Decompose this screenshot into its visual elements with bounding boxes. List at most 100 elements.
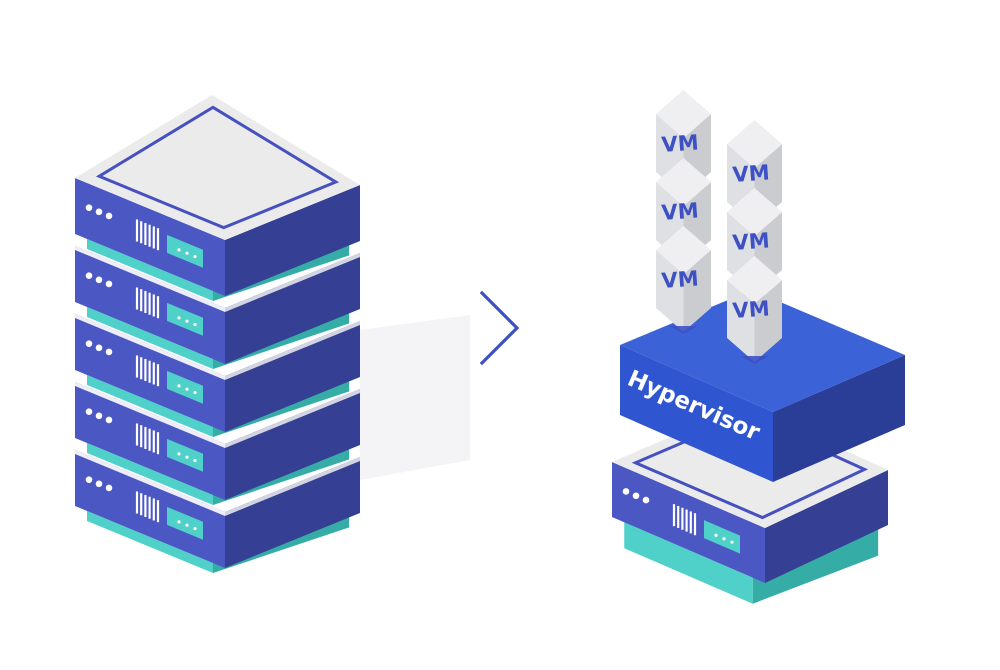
led-dot [95, 344, 103, 352]
display-dot [193, 526, 197, 531]
led-dot [105, 280, 113, 288]
teal-strip-right [213, 517, 350, 574]
led-dot [85, 476, 93, 483]
server-lip-left [75, 450, 225, 516]
server-right-face [225, 253, 360, 364]
vm-label: VM [661, 130, 700, 157]
vm-cube: VM [656, 226, 711, 334]
teal-strip-right [213, 313, 350, 370]
display-dot [193, 390, 197, 395]
display-dot [177, 452, 181, 456]
vm-top-face [656, 90, 711, 138]
led-dot [105, 348, 113, 356]
led-dot [95, 480, 103, 488]
server-right-face [225, 185, 360, 296]
led-dot [622, 488, 630, 495]
display-dot [185, 251, 189, 255]
teal-strip-left [87, 510, 213, 574]
vm-left-face [727, 280, 755, 362]
vm-label: VM [661, 266, 700, 293]
display-dot [177, 384, 181, 388]
display-dot [722, 537, 726, 541]
led-dot [105, 212, 113, 220]
server-lip-right [225, 321, 360, 380]
teal-strip-right [213, 381, 350, 438]
vm-label: VM [661, 198, 700, 225]
vm-cube: VM [727, 188, 782, 296]
chevron-right-icon [479, 290, 520, 366]
vm-top-face [727, 120, 782, 168]
display-panel [167, 302, 203, 336]
server-lip-right [225, 457, 360, 516]
teal-strip-left [87, 374, 213, 438]
display-panel [167, 234, 203, 268]
teal-strip-right [752, 529, 879, 604]
server-lip-left [75, 314, 225, 380]
server-right-face [225, 457, 360, 568]
led-dot [95, 208, 103, 216]
vm-label: VM [732, 296, 771, 323]
server-left-face [612, 462, 765, 583]
led-dot [105, 416, 113, 424]
display-dot [193, 322, 197, 327]
server-top-border [95, 105, 340, 230]
teal-strip-left [87, 238, 213, 302]
physical-server-stack [75, 95, 360, 574]
led-dot [95, 276, 103, 284]
server-right-face [225, 389, 360, 500]
led-dot [85, 340, 93, 347]
vm-top-face [727, 188, 782, 236]
teal-strip-right [213, 449, 350, 506]
display-panel [167, 370, 203, 404]
led-dot [95, 412, 103, 420]
server-right-face [765, 470, 888, 583]
vm-left-face [656, 250, 684, 332]
vm-right-face [754, 280, 782, 362]
display-dot [730, 540, 734, 544]
display-dot [714, 533, 718, 537]
display-dot [185, 523, 189, 527]
vm-cube: VM [656, 90, 711, 198]
led-dot [642, 496, 650, 504]
hypervisor-right-face [773, 355, 905, 482]
server-unit [75, 314, 360, 438]
display-dot [193, 254, 197, 259]
led-dot [85, 408, 93, 415]
display-dot [177, 520, 181, 524]
display-dot [185, 319, 189, 323]
server-unit [75, 246, 360, 370]
server-lip-left [75, 382, 225, 448]
vm-top-face [656, 158, 711, 206]
display-dot [193, 458, 197, 463]
led-dot [85, 204, 93, 211]
teal-strip-right [213, 245, 350, 302]
led-dot [105, 484, 113, 492]
vm-label: VM [732, 160, 771, 187]
display-dot [177, 316, 181, 320]
vm-right-face [683, 250, 711, 332]
display-dot [177, 248, 181, 252]
server-lip-left [75, 246, 225, 312]
vm-joint [740, 356, 769, 364]
teal-strip-left [624, 522, 753, 604]
server-unit [75, 450, 360, 574]
led-dot [85, 272, 93, 279]
display-panel [167, 506, 203, 540]
server-lip-right [225, 253, 360, 312]
server-right-face [225, 321, 360, 432]
display-dot [185, 387, 189, 391]
display-panel [704, 520, 740, 554]
display-panel [167, 438, 203, 472]
background-shadow [360, 315, 470, 480]
hypervisor-left-face [620, 345, 773, 482]
vm-top-face [727, 256, 782, 304]
teal-strip-left [87, 306, 213, 370]
vm-cube: VM [727, 256, 782, 364]
display-dot [185, 455, 189, 459]
led-dot [632, 492, 640, 500]
server-lip-right [225, 389, 360, 448]
server-unit [75, 95, 360, 302]
